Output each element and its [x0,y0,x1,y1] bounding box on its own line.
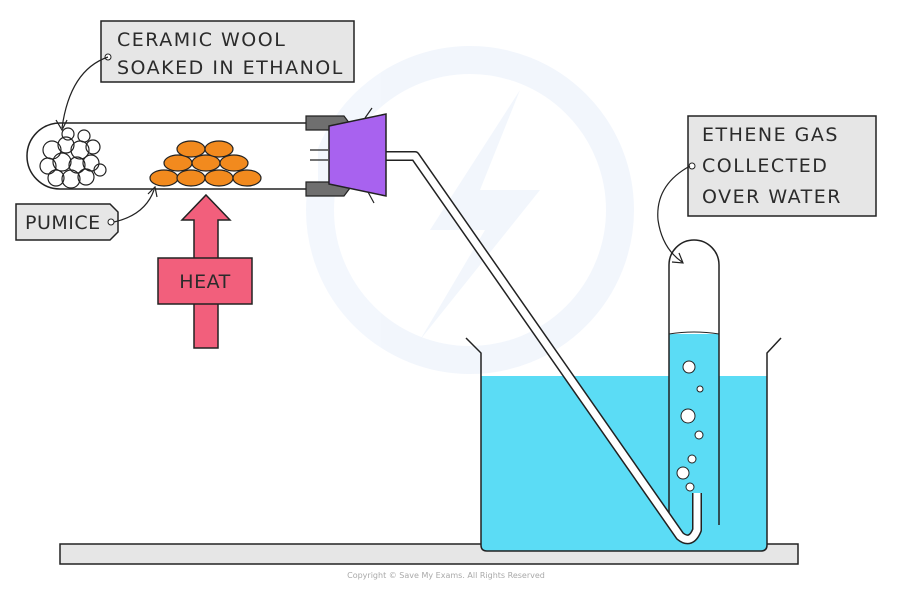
delivery-tube [386,151,702,545]
collection-tube [668,239,720,525]
watermark [306,46,634,374]
ceramic-wool [39,127,107,189]
ceramic-wool-pointer-head [55,119,68,132]
ceramic-wool-label-line1: CERAMIC WOOL [117,29,286,51]
pumice-pellets [149,140,262,187]
rubber-bung [310,107,387,204]
ethene-pointer [657,165,691,263]
water-trough [465,337,782,552]
ethene-gas-label-line3: OVER WATER [702,186,842,208]
heat-label: HEAT [179,271,230,293]
pumice-pointer [113,189,155,223]
ethene-gas-label: ETHENE GAS COLLECTED OVER WATER [687,115,877,217]
pumice-label: PUMICE [15,203,119,241]
ceramic-wool-label: CERAMIC WOOL SOAKED IN ETHANOL [100,20,355,83]
ethene-gas-label-line2: COLLECTED [702,155,828,177]
ethene-gas-label-line1: ETHENE GAS [702,124,839,146]
pumice-pointer-head [147,185,158,198]
ceramic-wool-pointer [61,56,109,129]
gas-bubbles [676,360,704,492]
heat-label-box [157,257,253,305]
pumice-label-text: PUMICE [25,212,101,234]
ceramic-wool-label-line2: SOAKED IN ETHANOL [117,57,344,79]
ethene-pointer-head [671,252,684,264]
copyright-text: Copyright © Save My Exams. All Rights Re… [347,571,545,580]
